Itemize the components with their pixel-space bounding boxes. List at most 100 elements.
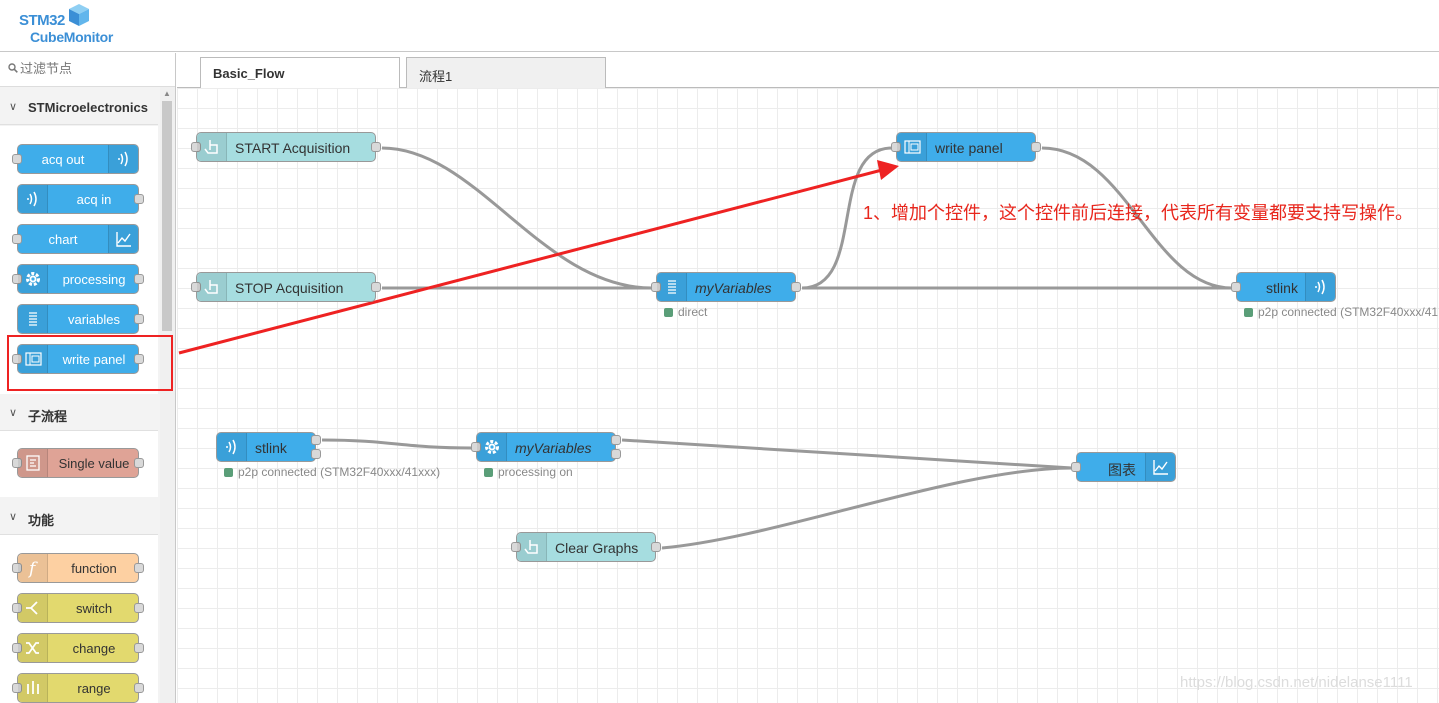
- node-status-direct: direct: [664, 305, 707, 319]
- annotation-comment: 1、增加个控件，这个控件前后连接，代表所有变量都要支持写操作。: [863, 203, 1414, 223]
- node-status-p2p-connected: p2p connected (STM32F40xxx/41xxx): [224, 465, 440, 479]
- node-my-variables-processing[interactable]: myVariables: [471, 432, 621, 462]
- scroll-up-icon[interactable]: ▲: [163, 89, 171, 98]
- palette-node-variables[interactable]: variables: [17, 304, 144, 334]
- node-start-acquisition[interactable]: START Acquisition: [191, 132, 381, 162]
- output-port[interactable]: [1031, 142, 1041, 152]
- tab-label: 流程1: [419, 69, 453, 84]
- hand-pointer-icon: [517, 533, 547, 561]
- output-port[interactable]: [651, 542, 661, 552]
- input-port[interactable]: [1071, 462, 1081, 472]
- logo-line2: CubeMonitor: [30, 29, 114, 45]
- output-port[interactable]: [311, 435, 321, 445]
- node-write-panel[interactable]: write panel: [891, 132, 1041, 162]
- status-dot: [484, 468, 493, 477]
- hand-pointer-icon: [197, 273, 227, 301]
- input-port[interactable]: [471, 442, 481, 452]
- palette-scrollbar[interactable]: ▲: [160, 87, 175, 703]
- status-dot: [664, 308, 673, 317]
- filter-nodes-input[interactable]: [20, 61, 160, 76]
- chevron-down-icon: ∨: [9, 101, 18, 113]
- node-label: stlink: [255, 440, 287, 456]
- node-my-variables[interactable]: myVariables: [651, 272, 801, 302]
- node-status-processing-on: processing on: [484, 465, 573, 479]
- tab-basic-flow[interactable]: Basic_Flow: [200, 57, 400, 89]
- category-stmicroelectronics[interactable]: ∨ STMicroelectronics: [0, 89, 158, 125]
- node-label: myVariables: [515, 440, 592, 456]
- palette-node-function[interactable]: f function: [12, 553, 144, 583]
- output-port: [134, 563, 144, 573]
- wire: [801, 146, 893, 290]
- node-stlink-out[interactable]: stlink: [1231, 272, 1336, 302]
- function-icon: f: [18, 554, 48, 582]
- palette-node-single-value[interactable]: Single value: [12, 448, 144, 478]
- output-port[interactable]: [311, 449, 321, 459]
- status-dot: [224, 468, 233, 477]
- output-port[interactable]: [371, 282, 381, 292]
- palette-node-acq-in[interactable]: acq in: [17, 184, 144, 214]
- output-port: [134, 683, 144, 693]
- node-chart[interactable]: 图表: [1071, 452, 1176, 482]
- highlight-box: [7, 335, 173, 391]
- node-label: stlink: [1266, 280, 1298, 296]
- gear-icon: [18, 265, 48, 293]
- status-text: p2p connected (STM32F40xxx/41xxx): [238, 465, 441, 479]
- output-port: [134, 603, 144, 613]
- app-header: STM32 CubeMonitor: [0, 0, 1439, 52]
- input-port: [12, 643, 22, 653]
- chevron-down-icon: ∨: [9, 511, 18, 523]
- node-label: write panel: [935, 140, 1003, 156]
- output-port: [134, 458, 144, 468]
- palette-node-change[interactable]: change: [12, 633, 144, 663]
- status-text: p2p connected (STM32F40xxx/41: [1258, 305, 1439, 319]
- list-icon: [18, 305, 48, 333]
- output-port[interactable]: [791, 282, 801, 292]
- output-port[interactable]: [611, 449, 621, 459]
- node-label: write panel: [62, 352, 126, 367]
- node-stop-acquisition[interactable]: STOP Acquisition: [191, 272, 381, 302]
- scrollbar-thumb[interactable]: [162, 101, 172, 331]
- wire: [1041, 146, 1233, 290]
- category-title: STMicroelectronics: [28, 100, 148, 115]
- input-port[interactable]: [511, 542, 521, 552]
- palette-node-acq-out[interactable]: acq out: [12, 144, 139, 174]
- node-clear-graphs[interactable]: Clear Graphs: [511, 532, 661, 562]
- category-function-body: f function switch change ran: [0, 535, 158, 703]
- hand-pointer-icon: [197, 133, 227, 161]
- input-port: [12, 274, 22, 284]
- output-port[interactable]: [611, 435, 621, 445]
- chart-icon: [108, 225, 138, 253]
- node-label: chart: [48, 232, 78, 247]
- palette-node-chart[interactable]: chart: [12, 224, 139, 254]
- input-port[interactable]: [651, 282, 661, 292]
- input-port[interactable]: [191, 142, 201, 152]
- logo-line1: STM32: [19, 12, 65, 29]
- wire: [321, 438, 473, 450]
- node-stlink-in[interactable]: stlink: [216, 432, 321, 462]
- input-port[interactable]: [891, 142, 901, 152]
- output-port: [134, 274, 144, 284]
- wire: [661, 466, 1073, 550]
- node-label: switch: [75, 601, 113, 616]
- input-port: [12, 458, 22, 468]
- category-stmicroelectronics-body: acq out acq in chart pro: [0, 126, 158, 394]
- category-subflow[interactable]: ∨ 子流程: [0, 395, 158, 431]
- palette-node-write-panel[interactable]: write panel: [12, 344, 144, 374]
- category-function[interactable]: ∨ 功能: [0, 499, 158, 535]
- flow-canvas[interactable]: START Acquisition STOP Acquisition myVar…: [177, 88, 1439, 703]
- node-label: acq in: [76, 192, 112, 207]
- output-port: [134, 314, 144, 324]
- tab-flow1[interactable]: 流程1: [406, 57, 606, 88]
- input-port[interactable]: [1231, 282, 1241, 292]
- input-port[interactable]: [191, 282, 201, 292]
- node-label: Clear Graphs: [555, 540, 639, 556]
- signal-icon: [1305, 273, 1335, 301]
- wires-layer: [178, 146, 1233, 550]
- wire: [621, 438, 1073, 470]
- palette-node-switch[interactable]: switch: [12, 593, 144, 623]
- palette-node-processing[interactable]: processing: [12, 264, 144, 294]
- output-port[interactable]: [371, 142, 381, 152]
- stm32-cubemonitor-logo: STM32 CubeMonitor: [18, 2, 118, 48]
- annotation-arrow-line: [178, 168, 883, 355]
- palette-node-range[interactable]: range: [12, 673, 144, 703]
